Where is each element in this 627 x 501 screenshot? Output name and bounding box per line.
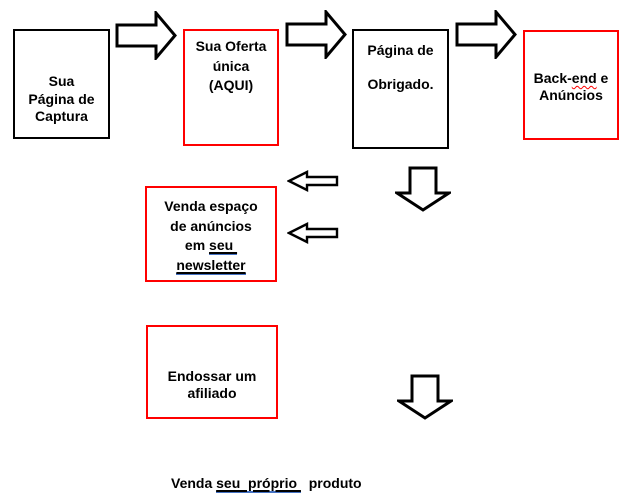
- box-sellads-line2: de anúncios: [170, 217, 252, 234]
- box-sell-ad-space: Venda espaço de anúncios em seu newslett…: [145, 186, 277, 282]
- box-capture-line2: Página de: [28, 90, 95, 107]
- box-endorse-affiliate: Endossar um afiliado: [146, 325, 278, 419]
- caption-text-post: produto: [300, 475, 362, 491]
- box-thankyou-line1: Página de: [367, 42, 434, 58]
- box-unique-offer: Sua Oferta única (AQUI): [183, 29, 279, 146]
- box-endorse-line1: Endossar um: [167, 368, 257, 384]
- box-backend-line1: Back-end e: [525, 70, 617, 87]
- arrow-down-icon: [397, 374, 453, 420]
- box-sellads-line4: newsletter: [147, 256, 275, 276]
- arrow-right-icon: [285, 10, 347, 59]
- arrow-left-icon: [287, 222, 339, 244]
- box-thankyou-line2: Obrigado.: [367, 76, 434, 92]
- box-capture-line1: Sua: [48, 73, 75, 89]
- box-offer-line3: (AQUI): [208, 77, 254, 93]
- box-offer-line1: Sua Oferta: [195, 38, 267, 54]
- caption-underlined-text: seu próprio: [216, 475, 301, 493]
- caption-sell-own-product: Venda seu próprio produto: [171, 474, 362, 493]
- arrow-right-icon: [115, 11, 177, 60]
- sellads-underlined-text: seu: [209, 237, 238, 255]
- caption-text-pre: Venda: [171, 475, 217, 491]
- box-capture-page: Sua Página de Captura: [13, 29, 110, 139]
- backend-text-post: e: [596, 70, 609, 86]
- box-capture-line3: Captura: [35, 108, 88, 124]
- arrow-left-icon: [287, 170, 339, 192]
- box-thank-you-page: Página de Obrigado.: [352, 29, 449, 149]
- box-backend-ads: Back-end e Anúncios: [523, 30, 619, 140]
- arrow-down-icon: [395, 166, 451, 212]
- box-offer-line2: única: [212, 57, 250, 74]
- box-backend-line2: Anúncios: [539, 87, 603, 103]
- sellads-underlined-text: newsletter: [176, 256, 246, 275]
- backend-text-pre: Back-: [533, 70, 572, 86]
- box-sellads-line3: em seu: [147, 236, 275, 256]
- sellads-text-pre: em: [184, 237, 210, 253]
- box-sellads-line1: Venda espaço: [164, 198, 258, 214]
- box-endorse-line2: afiliado: [187, 385, 237, 401]
- arrow-right-icon: [455, 10, 517, 59]
- backend-text-spellcheck: end: [571, 70, 597, 86]
